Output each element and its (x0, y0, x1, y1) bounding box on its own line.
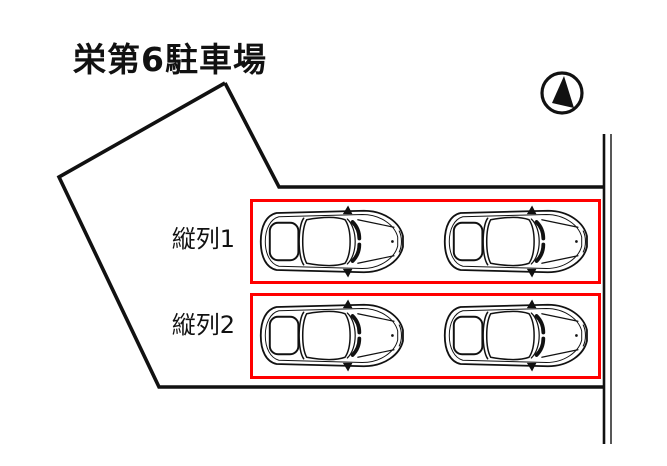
car-top-view-icon (254, 298, 412, 373)
parking-row-2-label: 縦列2 (171, 311, 235, 339)
parking-row-2 (250, 293, 601, 379)
parking-row-1-label: 縦列1 (171, 225, 235, 253)
page-title: 栄第6駐車場 (73, 40, 267, 79)
car-top-view-icon (438, 298, 596, 373)
parking-row-1 (250, 199, 601, 284)
car-top-view-icon (254, 204, 412, 279)
wall-line (602, 134, 612, 444)
north-arrow-icon (540, 71, 584, 115)
car-top-view-icon (438, 204, 596, 279)
